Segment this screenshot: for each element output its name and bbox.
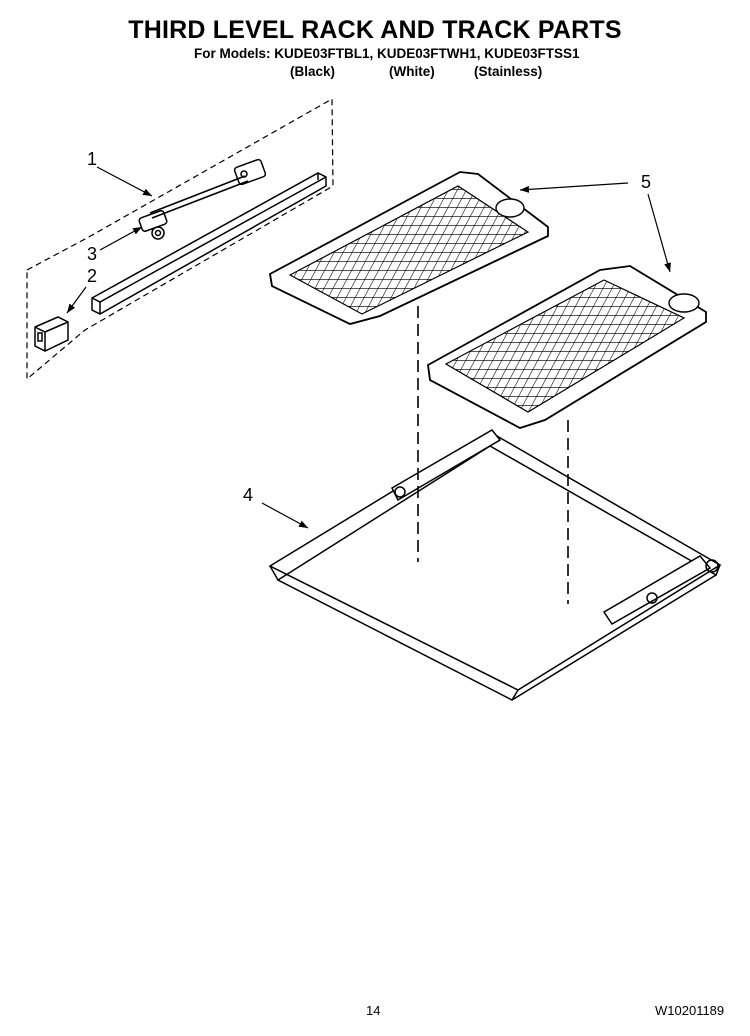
callout-5: 5 [641,172,652,192]
parts-group-outline [26,97,334,381]
leader-arrow [99,226,143,251]
roller-part [138,210,168,240]
track-wire-part [149,158,267,219]
document-code: W10201189 [655,1003,725,1018]
color-black-label: (Black) [290,64,336,79]
end-cap-part [34,316,69,352]
upper-tray-part [269,171,549,325]
callout-2: 2 [87,266,98,286]
lower-tray-part [427,265,707,429]
callout-3: 3 [87,244,98,264]
callout-1: 1 [87,149,98,169]
leader-arrow [66,286,87,314]
rack-frame-part [268,429,722,701]
color-stainless-label: (Stainless) [474,64,543,79]
leader-arrow [647,193,671,273]
color-white-label: (White) [389,64,435,79]
rail-part [91,172,327,315]
leader-arrow [519,182,629,193]
callout-4: 4 [243,485,254,505]
leader-arrow [261,502,309,529]
leader-arrow [96,166,153,197]
page-title: THIRD LEVEL RACK AND TRACK PARTS [128,16,622,44]
page-number: 14 [366,1003,381,1018]
model-numbers: For Models: KUDE03FTBL1, KUDE03FTWH1, KU… [194,46,580,61]
